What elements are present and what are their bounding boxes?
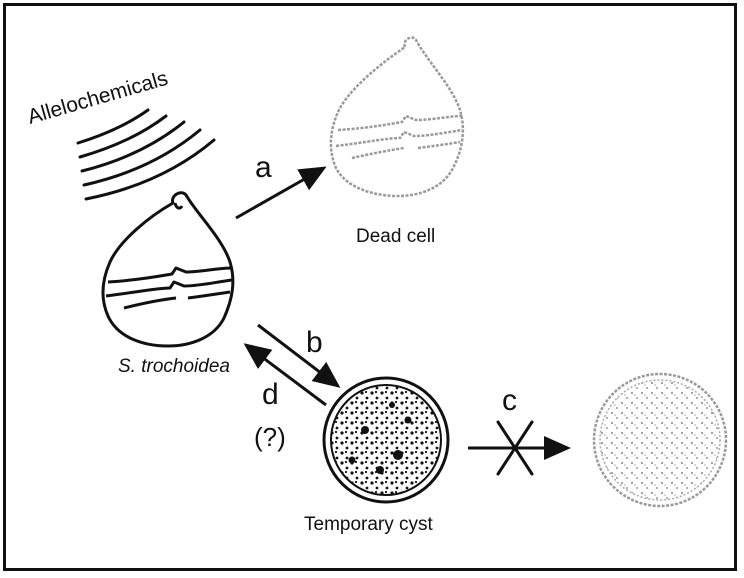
arrow-b [258,325,338,386]
dead-cell-icon [331,38,463,196]
pathway-d-label: d [262,378,279,411]
live-cell-icon [103,193,233,346]
temporary-cyst-label: Temporary cyst [304,514,434,535]
allelochemicals-label: Allelochemicals [25,67,170,129]
pathway-b-label: b [306,326,323,359]
allelochemical-waves [78,110,214,199]
pathway-a-label: a [255,151,272,184]
uncertain-label: (?) [254,422,286,452]
species-label: S. trochoidea [118,356,230,377]
arrow-a [236,168,324,218]
faded-cyst-icon [594,374,726,506]
temporary-cyst-icon [324,378,448,502]
pathway-c-label: c [502,384,517,417]
dead-cell-label: Dead cell [356,226,435,247]
